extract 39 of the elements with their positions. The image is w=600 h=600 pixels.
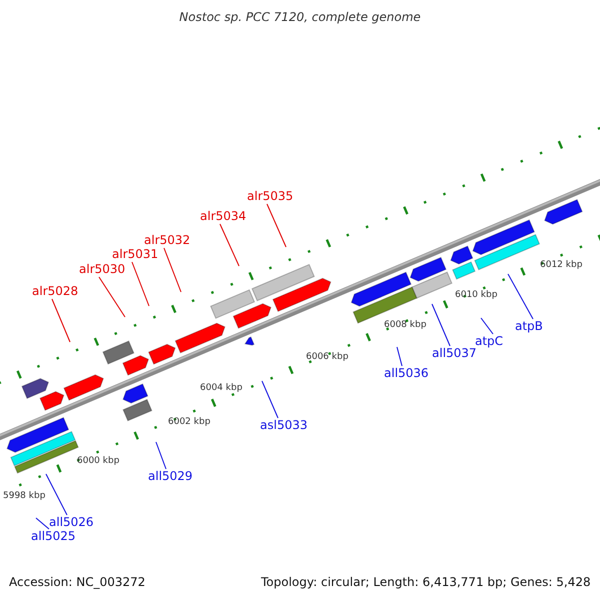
tick-label: 6002 kbp: [168, 418, 210, 427]
leader-line: [396, 346, 402, 366]
tick-label: 6006 kbp: [306, 353, 348, 362]
gene-label: alr5034: [200, 210, 246, 222]
gene-label: alr5032: [144, 234, 190, 246]
tick-label: 6000 kbp: [77, 457, 120, 466]
footer-text: Topology: circular; Length: 6,413,771 bp; Genes: 5,428: [261, 576, 591, 588]
leader-line: [480, 318, 494, 334]
diagram-title: Nostoc sp. PCC 7120, complete genome: [178, 11, 422, 23]
tick-label: 5998 kbp: [3, 492, 46, 501]
leader-line: [432, 304, 450, 346]
tick-label: 6008 kbp: [384, 321, 426, 330]
gene-label: all5026: [49, 516, 94, 528]
tick-label: 6004 kbp: [200, 384, 242, 393]
footer-text: Accession: NC_003272: [9, 576, 146, 588]
gene-label: alr5028: [32, 285, 78, 297]
tick-label: 6010 kbp: [455, 291, 498, 300]
leader-line: [36, 518, 50, 530]
gene-label: atpB: [515, 320, 543, 332]
leader-line: [46, 474, 68, 516]
leader-line: [508, 274, 534, 320]
gene-label: atpC: [475, 335, 504, 347]
tick-label: 6012 kbp: [540, 261, 582, 270]
leader-line: [164, 248, 182, 292]
gene-label: all5029: [148, 470, 193, 482]
gene-label: alr5030: [79, 263, 126, 275]
gene-label: all5025: [31, 530, 76, 542]
gene-label: alr5031: [112, 248, 158, 260]
leader-line: [132, 262, 150, 306]
gene-label: asl5033: [260, 419, 308, 431]
gene-label: all5036: [384, 367, 429, 379]
gene-label: all5037: [432, 347, 477, 359]
gene-label: alr5035: [247, 190, 294, 202]
leader-line: [156, 442, 166, 470]
leader-line: [262, 380, 278, 418]
leader-line: [220, 224, 240, 266]
leader-line: [266, 204, 286, 248]
leader-line: [52, 298, 70, 342]
leader-line: [98, 276, 126, 318]
